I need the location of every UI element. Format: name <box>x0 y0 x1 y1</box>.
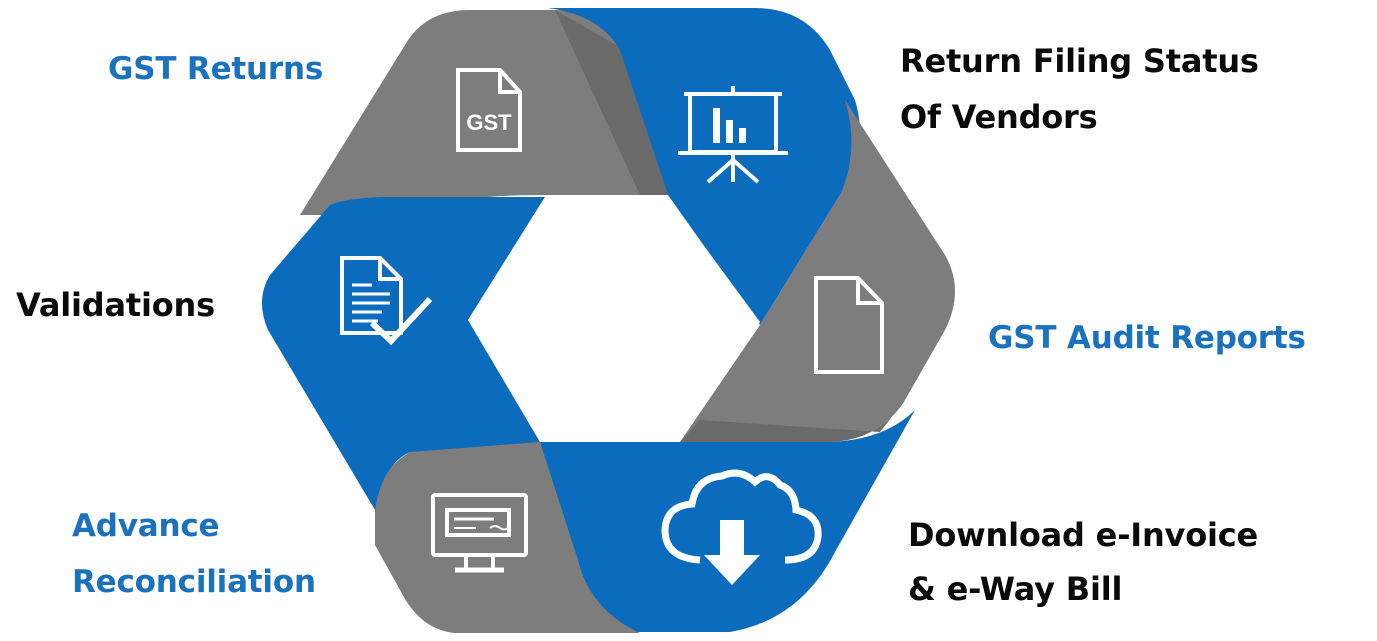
inner-hexagon <box>468 197 760 442</box>
segment-validations <box>261 197 545 510</box>
segment-shadow-right <box>680 400 905 442</box>
label-download-line-1: Download e-Invoice <box>908 516 1259 554</box>
label-advance-line-1: Advance <box>72 508 220 544</box>
segment-shadow-top <box>555 10 668 195</box>
segment-gst-returns <box>300 10 668 215</box>
segment-return-filing <box>548 8 860 325</box>
label-advance-reconciliation: Advance Reconciliation <box>72 498 316 610</box>
label-return-filing-line-1: Return Filing Status <box>900 42 1259 80</box>
label-gst-audit-reports: GST Audit Reports <box>988 319 1306 358</box>
gst-document-icon: GST <box>456 68 522 152</box>
presentation-chart-icon <box>678 86 788 184</box>
label-validations-line-1: Validations <box>16 286 215 324</box>
label-gst-returns-line-1: GST Returns <box>108 51 324 87</box>
segment-gst-audit <box>680 100 955 442</box>
label-download-einvoice: Download e-Invoice & e-Way Bill <box>908 508 1258 616</box>
gst-icon-text: GST <box>466 110 512 135</box>
label-return-filing-status: Return Filing Status Of Vendors <box>900 33 1259 145</box>
checklist-document-icon <box>340 256 433 346</box>
monitor-icon <box>431 493 528 573</box>
label-advance-line-2: Reconciliation <box>72 564 316 600</box>
label-validations: Validations <box>16 285 215 325</box>
cloud-download-icon <box>661 469 822 585</box>
label-download-line-2: & e-Way Bill <box>908 570 1123 608</box>
label-gst-audit-line-1: GST Audit Reports <box>988 320 1306 356</box>
label-gst-returns: GST Returns <box>108 50 323 89</box>
label-return-filing-line-2: Of Vendors <box>900 98 1098 136</box>
blank-document-icon <box>814 276 884 374</box>
